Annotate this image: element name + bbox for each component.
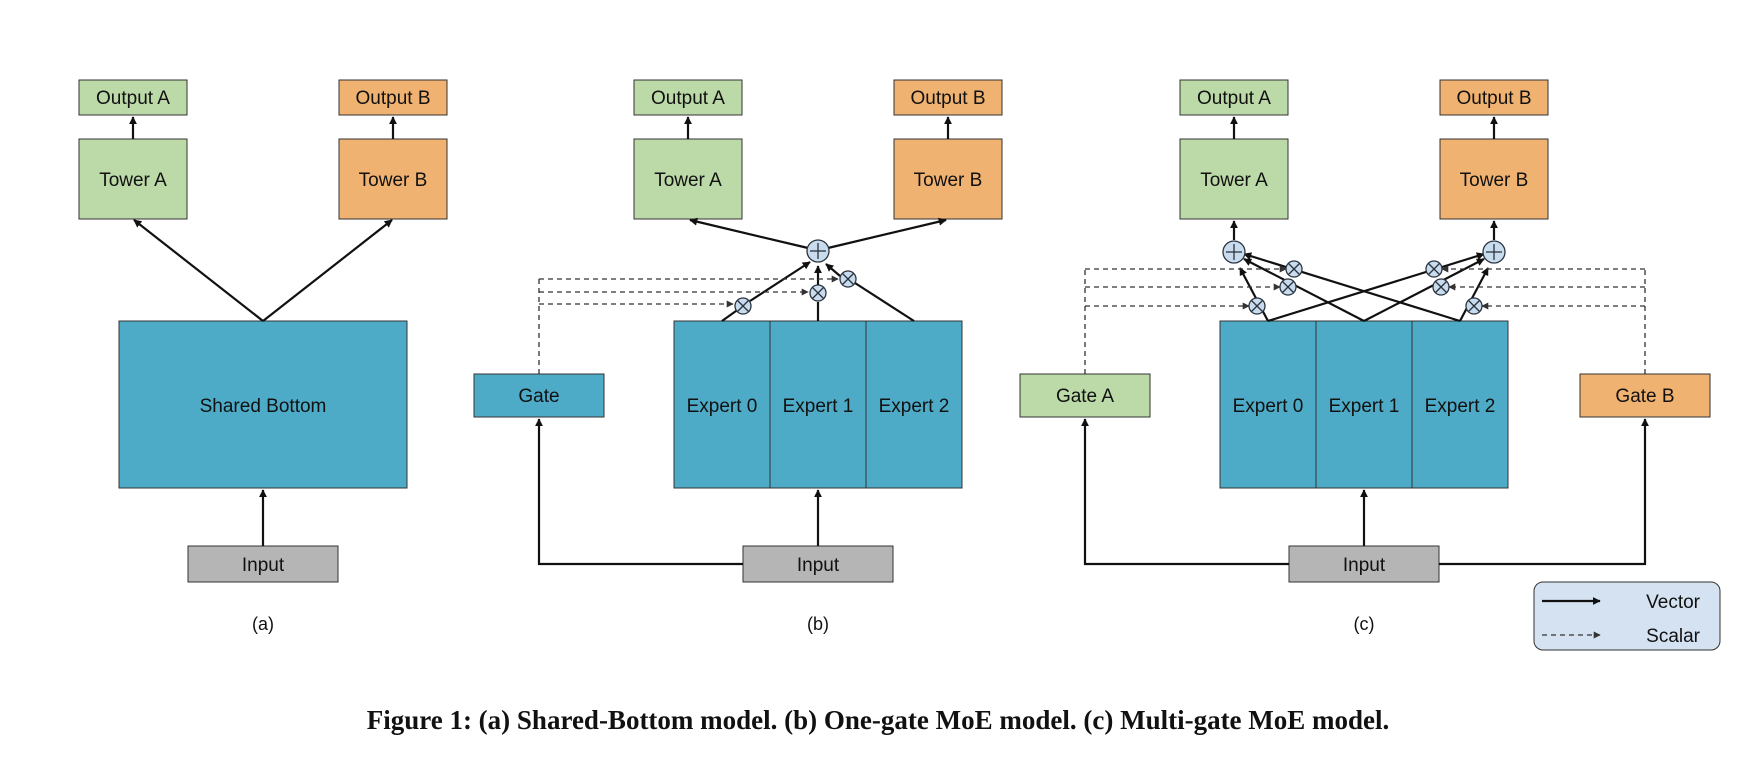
legend-vector-label: Vector	[1646, 592, 1701, 613]
input-box	[742, 545, 894, 583]
multiply-node	[1432, 278, 1450, 296]
gate-b-label: Gate B	[1615, 386, 1674, 407]
input-box	[1288, 545, 1440, 583]
tower-a-label: Tower A	[654, 170, 722, 191]
sum-node	[806, 239, 830, 263]
tower-b-box	[338, 138, 448, 220]
input-label: Input	[242, 555, 285, 576]
output-b-label: Output B	[1457, 88, 1532, 109]
panel-c: Output A Output B Tower A Tower B Expert…	[1019, 79, 1711, 634]
input-label: Input	[1343, 555, 1386, 576]
gate-box	[473, 373, 605, 418]
legend-scalar-label: Scalar	[1646, 626, 1701, 647]
expert-1-label: Expert 1	[783, 396, 854, 417]
panel-b: Output A Output B Tower A Tower B Expert…	[473, 79, 1003, 634]
expert-0-box	[1219, 320, 1317, 489]
expert-0-label: Expert 0	[687, 396, 758, 417]
gate-b-box	[1579, 373, 1711, 418]
legend-box	[1533, 581, 1721, 651]
multiply-node	[809, 284, 827, 302]
expert-2-box	[1411, 320, 1509, 489]
output-b-box	[1439, 79, 1549, 116]
multiply-node	[1285, 260, 1303, 278]
gate-label: Gate	[518, 386, 559, 407]
output-a-label: Output A	[96, 88, 170, 109]
output-a-box	[1179, 79, 1289, 116]
multiply-node	[734, 297, 752, 315]
output-b-label: Output B	[356, 88, 431, 109]
panel-b-label: (b)	[807, 614, 829, 634]
multiply-node	[1248, 297, 1266, 315]
tower-a-box	[633, 138, 743, 220]
multiply-node	[1465, 297, 1483, 315]
output-b-box	[338, 79, 448, 116]
tower-a-label: Tower A	[99, 170, 167, 191]
expert-1-box	[1315, 320, 1413, 489]
expert-0-box	[673, 320, 771, 489]
output-b-label: Output B	[911, 88, 986, 109]
tower-a-label: Tower A	[1200, 170, 1268, 191]
tower-b-label: Tower B	[1460, 170, 1529, 191]
panel-c-label: (c)	[1354, 614, 1375, 634]
panel-a: Output A Output B Tower A Tower B Shared…	[78, 79, 448, 634]
tower-b-box	[1439, 138, 1549, 220]
tower-b-label: Tower B	[914, 170, 983, 191]
output-a-label: Output A	[1197, 88, 1271, 109]
output-a-box	[633, 79, 743, 116]
tower-a-box	[1179, 138, 1289, 220]
shared-bottom-label: Shared Bottom	[200, 396, 327, 417]
sum-node	[1222, 240, 1246, 264]
expert-2-label: Expert 2	[1425, 396, 1496, 417]
shared-bottom-box	[118, 320, 408, 489]
legend: Vector Scalar	[1533, 581, 1721, 651]
expert-2-box	[865, 320, 963, 489]
tower-b-label: Tower B	[359, 170, 428, 191]
gate-a-label: Gate A	[1056, 386, 1114, 407]
output-a-box	[78, 79, 188, 116]
tower-b-box	[893, 138, 1003, 220]
output-b-box	[893, 79, 1003, 116]
expert-2-label: Expert 2	[879, 396, 950, 417]
gate-a-box	[1019, 373, 1151, 418]
expert-0-label: Expert 0	[1233, 396, 1304, 417]
multiply-node	[1279, 278, 1297, 296]
multiply-node	[839, 270, 857, 288]
panel-a-label: (a)	[252, 614, 274, 634]
multiply-node	[1425, 260, 1443, 278]
sum-node	[1482, 240, 1506, 264]
expert-1-label: Expert 1	[1329, 396, 1400, 417]
input-label: Input	[797, 555, 840, 576]
input-box	[187, 545, 339, 583]
output-a-label: Output A	[651, 88, 725, 109]
figure-caption: Figure 1: (a) Shared-Bottom model. (b) O…	[366, 705, 1390, 735]
